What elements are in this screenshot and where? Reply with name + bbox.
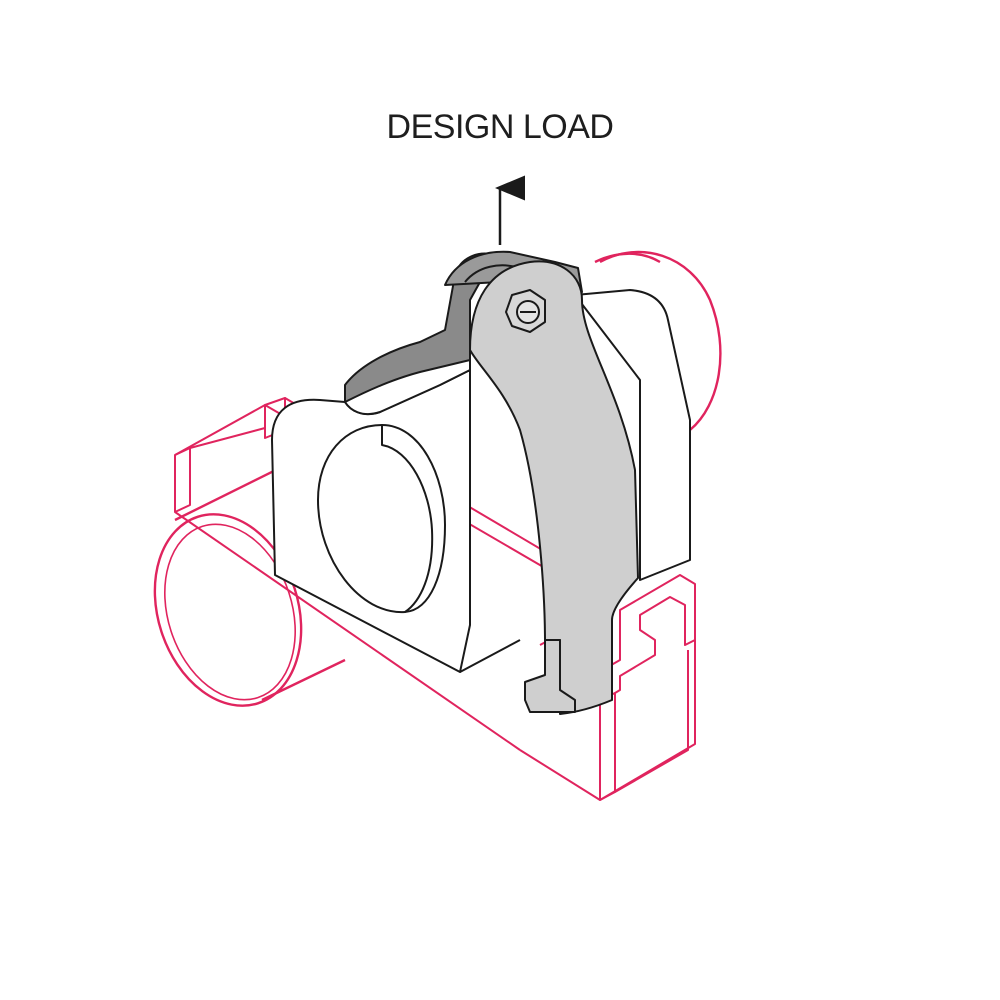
design-load-label: DESIGN LOAD (386, 108, 614, 146)
insulation-block (271, 289, 691, 673)
bolt-head (505, 289, 546, 333)
pipe-strap (344, 250, 639, 715)
